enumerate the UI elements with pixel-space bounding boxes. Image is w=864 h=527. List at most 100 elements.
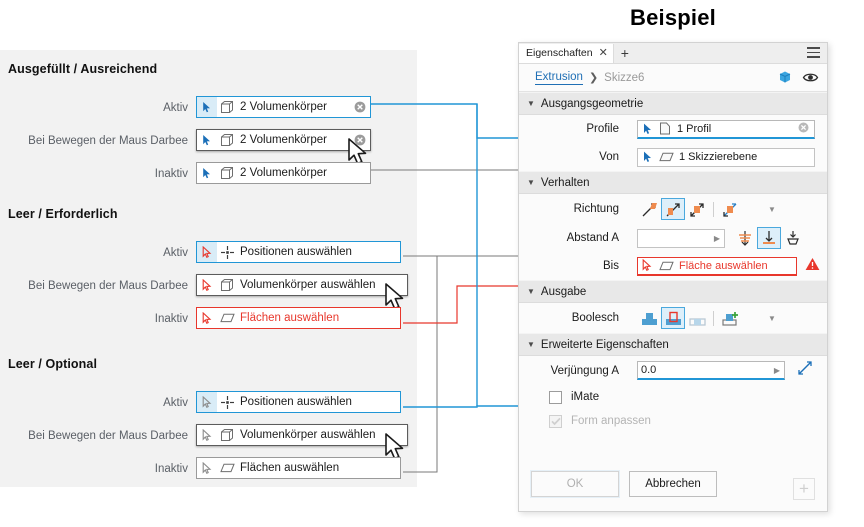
chevron-right-icon: ❯	[588, 72, 599, 84]
row-profile: Profile 1 Profil	[519, 115, 827, 143]
solid-body-icon[interactable]	[777, 69, 793, 85]
eye-icon[interactable]	[802, 71, 819, 84]
section-title: Ausgabe	[540, 285, 587, 298]
properties-panel: Eigenschaften ✕ + Extrusion ❯ Skizze6 ▼ …	[518, 42, 828, 512]
selection-field[interactable]: Volumenkörper auswählen	[196, 424, 408, 446]
selection-field[interactable]: Positionen auswählen	[196, 241, 401, 263]
extent-midplane-icon[interactable]	[733, 227, 757, 249]
boolean-intersect-icon[interactable]	[685, 307, 709, 329]
solid-body-icon	[217, 100, 237, 114]
solid-body-icon	[217, 166, 237, 180]
spec-row-label: Aktiv	[163, 247, 188, 259]
chevron-right-icon[interactable]: ▶	[773, 365, 780, 375]
row-imate[interactable]: iMate	[519, 385, 827, 409]
profile-field[interactable]: 1 Profil	[637, 119, 815, 139]
selection-field-value: Volumenkörper auswählen	[240, 429, 376, 441]
menu-icon[interactable]	[807, 47, 820, 61]
form-anpassen-label: Form anpassen	[571, 415, 651, 427]
section-ausgangsgeometrie[interactable]: ▼ Ausgangsgeometrie	[519, 92, 827, 115]
extent-through-icon[interactable]	[781, 227, 805, 249]
direction-asymmetric-icon[interactable]	[718, 198, 742, 220]
face-icon	[217, 463, 237, 473]
dialog-buttons: OK Abbrechen	[519, 471, 827, 503]
selection-field-value: Positionen auswählen	[240, 396, 352, 408]
boolean-more-icon[interactable]: ▼	[768, 313, 776, 323]
selection-field-value: Flächen auswählen	[240, 312, 340, 324]
selection-field[interactable]: Flächen auswählen	[196, 457, 401, 479]
cursor-arrow-icon	[197, 392, 217, 412]
selection-field-value: 2 Volumenkörper	[240, 134, 327, 146]
section-verhalten[interactable]: ▼ Verhalten	[519, 171, 827, 194]
spec-row-label: Bei Bewegen der Maus Darbee	[28, 280, 188, 292]
selection-field[interactable]: 2 Volumenkörper	[196, 162, 371, 184]
direction-default-icon[interactable]	[637, 198, 661, 220]
direction-symmetric-icon[interactable]	[685, 198, 709, 220]
point-icon	[217, 395, 237, 410]
add-tab-icon[interactable]: +	[620, 45, 629, 61]
measure-icon[interactable]	[797, 360, 813, 381]
breadcrumb-sketch[interactable]: Skizze6	[604, 71, 645, 84]
selection-field[interactable]: 2 Volumenkörper	[196, 129, 371, 151]
cursor-arrow-icon	[638, 151, 656, 163]
section-erweiterte[interactable]: ▼ Erweiterte Eigenschaften	[519, 333, 827, 356]
clear-icon[interactable]	[350, 134, 370, 146]
clear-icon[interactable]	[350, 101, 370, 113]
imate-checkbox[interactable]	[549, 390, 562, 404]
divider	[713, 310, 714, 326]
boolesch-label: Boolesch	[571, 312, 619, 324]
selection-field[interactable]: Positionen auswählen	[196, 391, 401, 413]
von-value: 1 Skizzierebene	[679, 151, 758, 163]
spec-row-label: Bei Bewegen der Maus Darbee	[28, 135, 188, 147]
selection-field-value: 2 Volumenkörper	[240, 167, 327, 179]
chevron-down-icon: ▼	[527, 340, 535, 349]
panel-tabbar: Eigenschaften ✕ +	[519, 43, 827, 64]
direction-flipped-icon[interactable]	[661, 198, 685, 220]
add-button[interactable]: +	[793, 478, 815, 500]
breadcrumb: Extrusion ❯ Skizze6	[519, 64, 827, 92]
row-boolesch: Boolesch ▼	[519, 303, 827, 333]
von-field[interactable]: 1 Skizzierebene	[637, 147, 815, 167]
direction-more-icon[interactable]: ▼	[768, 204, 776, 214]
cursor-arrow-icon	[197, 242, 217, 262]
point-icon	[217, 245, 237, 260]
row-verjuengung: Verjüngung A 0.0 ▶	[519, 356, 827, 385]
abstand-label: Abstand A	[566, 232, 619, 244]
richtung-label: Richtung	[573, 203, 619, 215]
bis-label: Bis	[603, 260, 619, 272]
cancel-button[interactable]: Abbrechen	[629, 471, 717, 497]
close-icon[interactable]: ✕	[598, 46, 608, 59]
bis-field[interactable]: Fläche auswählen	[637, 256, 797, 276]
selection-field-value: Positionen auswählen	[240, 246, 352, 258]
plane-icon	[656, 261, 676, 271]
plane-icon	[656, 152, 676, 162]
extent-to-icon[interactable]	[757, 227, 781, 249]
selection-field[interactable]: 2 Volumenkörper	[196, 96, 371, 118]
verjuengung-input[interactable]: 0.0 ▶	[637, 361, 785, 380]
spec-row: Inaktiv 2 Volumenkörper	[0, 162, 417, 186]
chevron-down-icon: ▼	[527, 287, 535, 296]
tab-label: Eigenschaften	[526, 47, 593, 59]
boolean-cut-icon[interactable]	[661, 307, 685, 329]
boolean-new-solid-icon[interactable]	[718, 307, 742, 329]
profile-value: 1 Profil	[677, 122, 712, 135]
warning-icon	[805, 257, 820, 276]
clear-icon[interactable]	[798, 120, 809, 138]
cursor-arrow-icon	[197, 130, 217, 150]
solid-body-icon	[217, 133, 237, 147]
abstand-input[interactable]: ▶	[637, 228, 725, 248]
spec-row-label: Inaktiv	[154, 168, 188, 180]
selection-field[interactable]: Volumenkörper auswählen	[196, 274, 408, 296]
section-ausgabe[interactable]: ▼ Ausgabe	[519, 280, 827, 303]
tab-eigenschaften[interactable]: Eigenschaften ✕	[519, 43, 614, 63]
profile-label: Profile	[586, 123, 619, 135]
ok-button[interactable]: OK	[531, 471, 619, 497]
breadcrumb-extrusion[interactable]: Extrusion	[535, 70, 583, 85]
row-bis: Bis Fläche auswählen	[519, 252, 827, 280]
selection-field[interactable]: Flächen auswählen	[196, 307, 401, 329]
chevron-right-icon[interactable]: ▶	[713, 233, 720, 243]
cursor-arrow-icon	[197, 275, 217, 295]
boolean-join-icon[interactable]	[637, 307, 661, 329]
